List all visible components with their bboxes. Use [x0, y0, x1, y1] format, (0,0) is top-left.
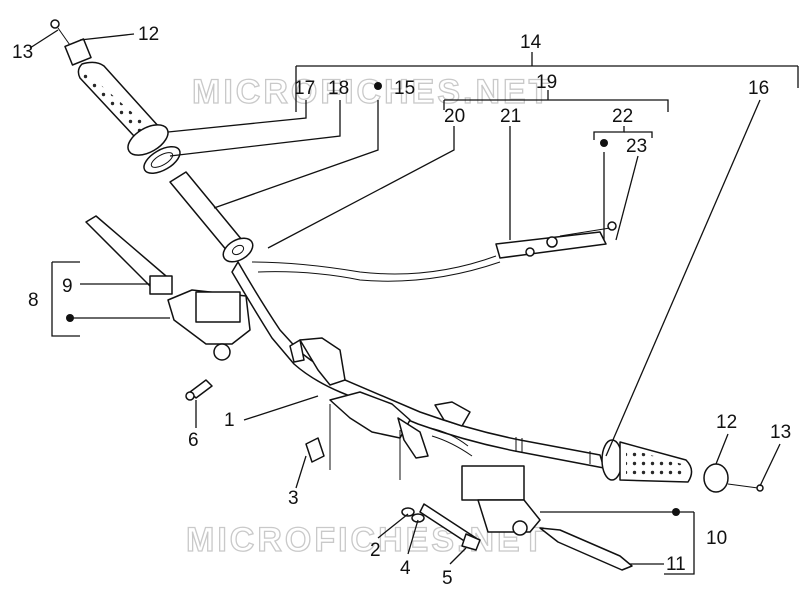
marker-dot-8 — [66, 314, 74, 322]
callout-14: 14 — [520, 32, 542, 53]
watermark-top: MICROFICHES.NET — [192, 73, 552, 111]
callout-17: 17 — [294, 78, 315, 99]
callout-13-top: 13 — [12, 42, 33, 63]
left-brake-assembly — [85, 215, 251, 361]
watermark-bottom: MICROFICHES.NET — [186, 521, 546, 559]
callout-10: 10 — [706, 528, 727, 549]
callout-16: 16 — [748, 78, 769, 99]
callout-1: 1 — [224, 410, 235, 431]
callout-5: 5 — [442, 568, 453, 589]
callout-6: 6 — [188, 430, 199, 451]
callout-23: 23 — [626, 136, 647, 157]
marker-dot-10 — [672, 508, 680, 516]
left-grip-assembly — [50, 19, 254, 263]
leader-lines — [29, 29, 799, 575]
callout-11: 11 — [666, 554, 686, 575]
callout-3: 3 — [288, 488, 299, 509]
callout-21: 21 — [500, 106, 521, 127]
callout-18: 18 — [328, 78, 349, 99]
callout-19: 19 — [536, 72, 557, 93]
callout-2: 2 — [370, 540, 381, 561]
right-grip-assembly — [601, 439, 764, 493]
marker-dot-22 — [600, 139, 608, 147]
callout-labels: 13 12 14 17 18 15 19 16 20 21 22 23 9 8 … — [12, 24, 791, 589]
callout-15: 15 — [394, 78, 415, 99]
throttle-cable — [251, 221, 617, 282]
right-brake-assembly — [461, 465, 633, 571]
callout-8: 8 — [28, 290, 39, 311]
callout-12-top: 12 — [138, 24, 159, 45]
callout-12-bottom: 12 — [716, 412, 737, 433]
marker-dot-15 — [374, 82, 382, 90]
callout-4: 4 — [400, 558, 411, 579]
washer-part-3 — [305, 437, 325, 463]
callout-9: 9 — [62, 276, 73, 297]
callout-22: 22 — [612, 106, 633, 127]
callout-20: 20 — [444, 106, 465, 127]
handlebar-tube — [231, 261, 605, 480]
callout-13-bottom: 13 — [770, 422, 791, 443]
screw-part-6 — [185, 379, 213, 401]
